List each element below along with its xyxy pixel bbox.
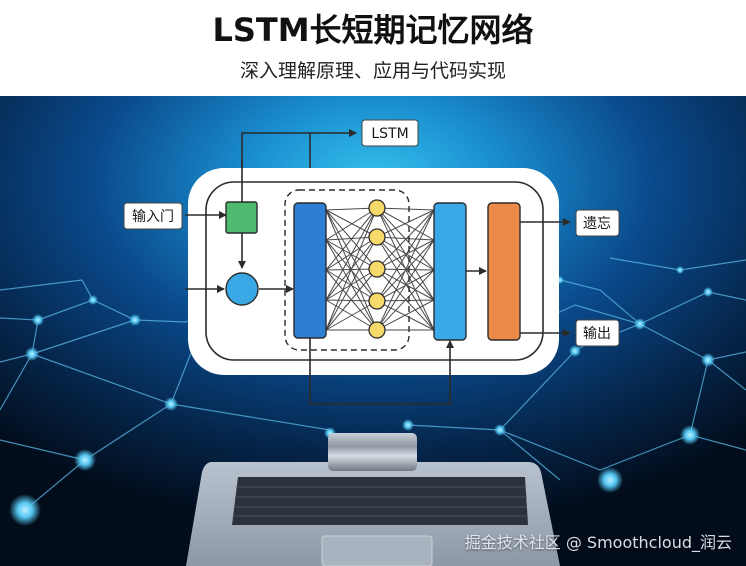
page-subtitle: 深入理解原理、应用与代码实现 xyxy=(239,60,506,82)
hidden-nodes xyxy=(368,199,386,339)
input-gate-square xyxy=(225,201,258,234)
cell-state-block xyxy=(487,202,521,341)
label-lstm-text: LSTM xyxy=(371,126,408,142)
hidden-node xyxy=(368,321,386,339)
laptop-hinge xyxy=(328,433,417,471)
merge-node xyxy=(225,272,259,306)
label-forget-text: 遗忘 xyxy=(583,216,611,232)
output-layer-block xyxy=(433,202,467,341)
label-output: 输出 xyxy=(575,319,620,347)
hidden-node xyxy=(368,292,386,310)
label-forget: 遗忘 xyxy=(575,209,620,237)
hidden-node xyxy=(368,260,386,278)
page-title: LSTM长短期记忆网络 xyxy=(212,11,534,49)
label-input-gate-text: 输入门 xyxy=(132,209,174,225)
illustration-scene: LSTM 输入门 遗忘 输出 xyxy=(0,96,746,566)
label-input-gate: 输入门 xyxy=(123,202,183,230)
label-output-text: 输出 xyxy=(583,326,611,342)
lstm-illustration: LSTM 输入门 遗忘 输出 xyxy=(0,96,746,566)
label-lstm: LSTM xyxy=(361,119,419,147)
laptop xyxy=(186,433,560,566)
input-layer-block xyxy=(293,202,327,339)
network-nodes xyxy=(9,266,715,526)
neural-connections xyxy=(325,207,435,331)
hidden-node xyxy=(368,199,386,217)
laptop-trackpad xyxy=(321,535,433,566)
watermark: 掘金技术社区 @ Smoothcloud_润云 xyxy=(464,533,732,552)
hidden-node xyxy=(368,228,386,246)
lstm-cell-inner-border xyxy=(205,181,544,361)
laptop-keyboard xyxy=(232,477,528,525)
header: LSTM长短期记忆网络 深入理解原理、应用与代码实现 xyxy=(0,0,746,96)
